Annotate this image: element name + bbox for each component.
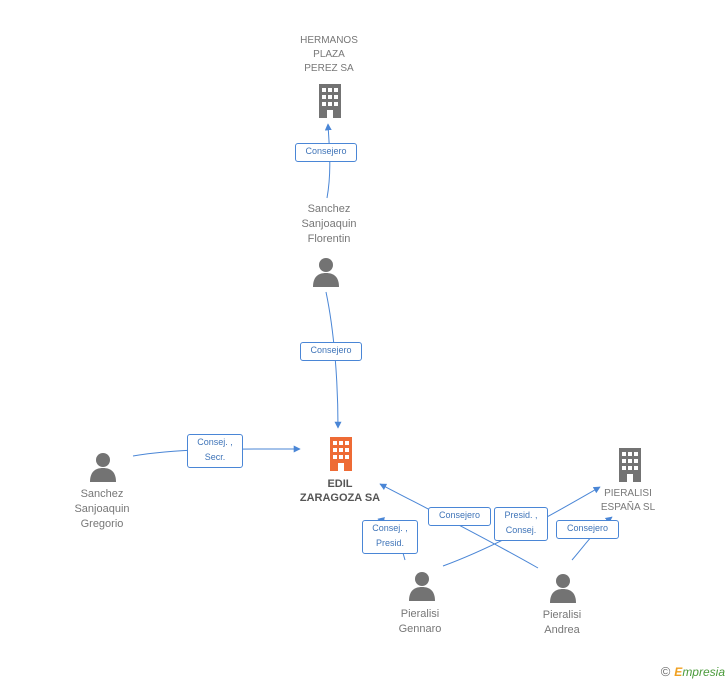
relation-badge-presid-consej[interactable]: Presid. , Consej. xyxy=(494,507,548,541)
copyright-icon: © xyxy=(660,664,671,679)
node-label-pieralisi-espana-sl: PIERALISI ESPAÑA SL xyxy=(600,488,656,513)
relation-badge-consej-secr[interactable]: Consej. , Secr. xyxy=(187,434,243,468)
person-icon[interactable] xyxy=(89,452,117,482)
person-icon[interactable] xyxy=(312,257,340,287)
relation-badge-consejero[interactable]: Consejero xyxy=(295,143,357,162)
node-label-edil-zaragoza-sa: EDIL ZARAGOZA SA xyxy=(299,478,381,504)
empresia-logo[interactable]: Empresia xyxy=(674,664,725,679)
relation-badge-consej-presid[interactable]: Consej. , Presid. xyxy=(362,520,418,554)
node-label-pieralisi-andrea: Pieralisi Andrea xyxy=(542,609,582,636)
building-icon[interactable] xyxy=(313,82,347,118)
node-label-pieralisi-gennaro: Pieralisi Gennaro xyxy=(398,608,442,635)
footer-brand: © Empresia xyxy=(661,664,725,679)
person-icon[interactable] xyxy=(549,573,577,603)
node-label-sanchez-sanjoaquin-gregorio: Sanchez Sanjoaquin Gregorio xyxy=(74,488,130,530)
building-icon[interactable] xyxy=(613,446,647,482)
node-label-sanchez-sanjoaquin-florentin: Sanchez Sanjoaquin Florentin xyxy=(301,203,357,245)
focus-building-icon[interactable] xyxy=(324,435,358,471)
person-icon[interactable] xyxy=(408,571,436,601)
relation-badge-consejero[interactable]: Consejero xyxy=(556,520,619,539)
relation-badge-consejero[interactable]: Consejero xyxy=(300,342,362,361)
relation-badge-consejero[interactable]: Consejero xyxy=(428,507,491,526)
node-label-hermanos-plaza-perez-sa: HERMANOS PLAZA PEREZ SA xyxy=(300,35,358,74)
